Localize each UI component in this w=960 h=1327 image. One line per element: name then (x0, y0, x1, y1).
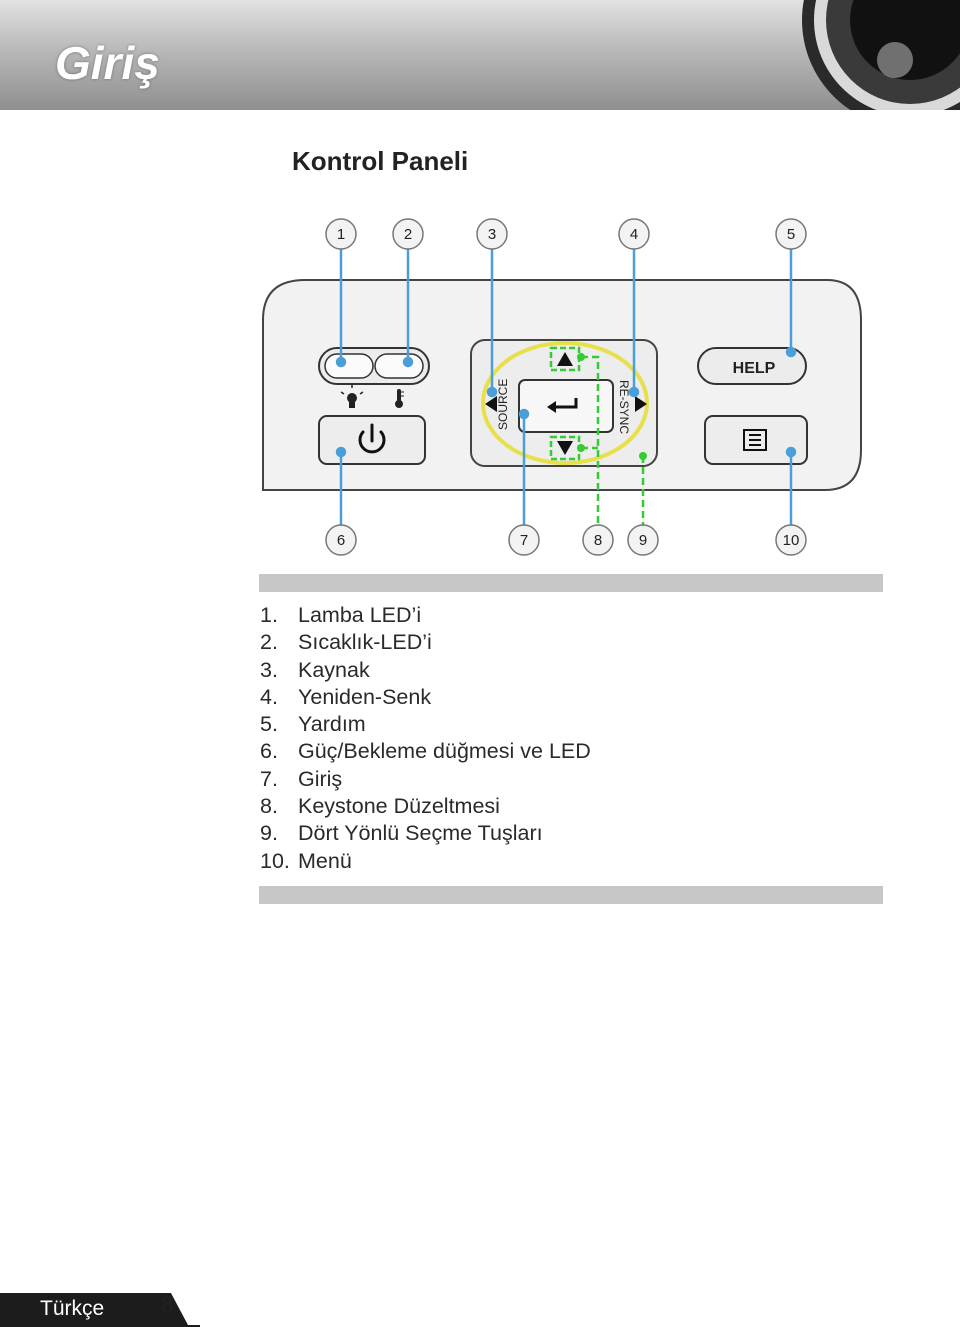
resync-label: RE-SYNC (617, 380, 631, 434)
footer-tab (0, 1293, 160, 1327)
list-item: 10.Menü (260, 848, 352, 873)
callout-3: 3 (488, 226, 496, 243)
callout-8: 8 (594, 532, 602, 549)
callout-10: 10 (783, 532, 800, 549)
list-item: 9.Dört Yönlü Seçme Tuşları (260, 821, 543, 846)
callout-4: 4 (630, 226, 638, 243)
arrow-right-icon[interactable] (635, 396, 647, 412)
temp-led (374, 353, 424, 379)
list-item: 4.Yeniden-Senk (260, 684, 432, 709)
list-item: 3.Kaynak (260, 657, 370, 682)
callout-lines (335, 245, 797, 528)
top-callouts: 1 2 3 4 5 (325, 218, 807, 250)
list-item: 8.Keystone Düzeltmesi (260, 794, 500, 819)
callout-1: 1 (337, 226, 345, 243)
help-button[interactable] (697, 347, 807, 385)
arrow-up-icon[interactable] (557, 352, 573, 366)
callout-7: 7 (520, 532, 528, 549)
source-label: SOURCE (496, 379, 510, 430)
list-item: 6.Güç/Bekleme düğmesi ve LED (260, 739, 591, 764)
menu-icon (743, 429, 767, 451)
divider-bottom (259, 886, 883, 904)
footer-language: Türkçe (40, 1297, 105, 1320)
page-number: 8 (161, 1292, 174, 1317)
section-title: Kontrol Paneli (292, 146, 469, 176)
footer-line (0, 1325, 200, 1327)
projector-lens-image (802, 0, 960, 110)
list-item: 2.Sıcaklık-LED’i (260, 630, 432, 655)
power-icon (358, 423, 386, 454)
selection-ring (481, 341, 649, 465)
enter-icon (547, 398, 578, 413)
legend-list: 1.Lamba LED’i 2.Sıcaklık-LED’i 3.Kaynak … (260, 602, 591, 875)
callout-6: 6 (337, 532, 345, 549)
callout-9: 9 (639, 532, 647, 549)
list-item: 1.Lamba LED’i (260, 603, 422, 627)
callout-2: 2 (404, 226, 412, 243)
thermometer-icon (395, 389, 404, 408)
control-panel-diagram: SOURCE RE-SYNC HELP 1 2 3 (262, 218, 862, 556)
arrow-left-icon[interactable] (485, 396, 497, 412)
arrow-down-icon[interactable] (557, 441, 573, 455)
page-header: Giriş (0, 0, 960, 110)
lamp-led (324, 353, 374, 379)
list-item: 7.Giriş (260, 766, 343, 791)
divider-top (259, 574, 883, 592)
page-title: Giriş (55, 37, 160, 89)
list-item: 5.Yardım (260, 712, 366, 737)
callout-5: 5 (787, 226, 795, 243)
help-label: HELP (733, 360, 776, 377)
lamp-icon (340, 385, 364, 408)
bottom-callouts: 6 7 8 9 10 (325, 524, 807, 556)
